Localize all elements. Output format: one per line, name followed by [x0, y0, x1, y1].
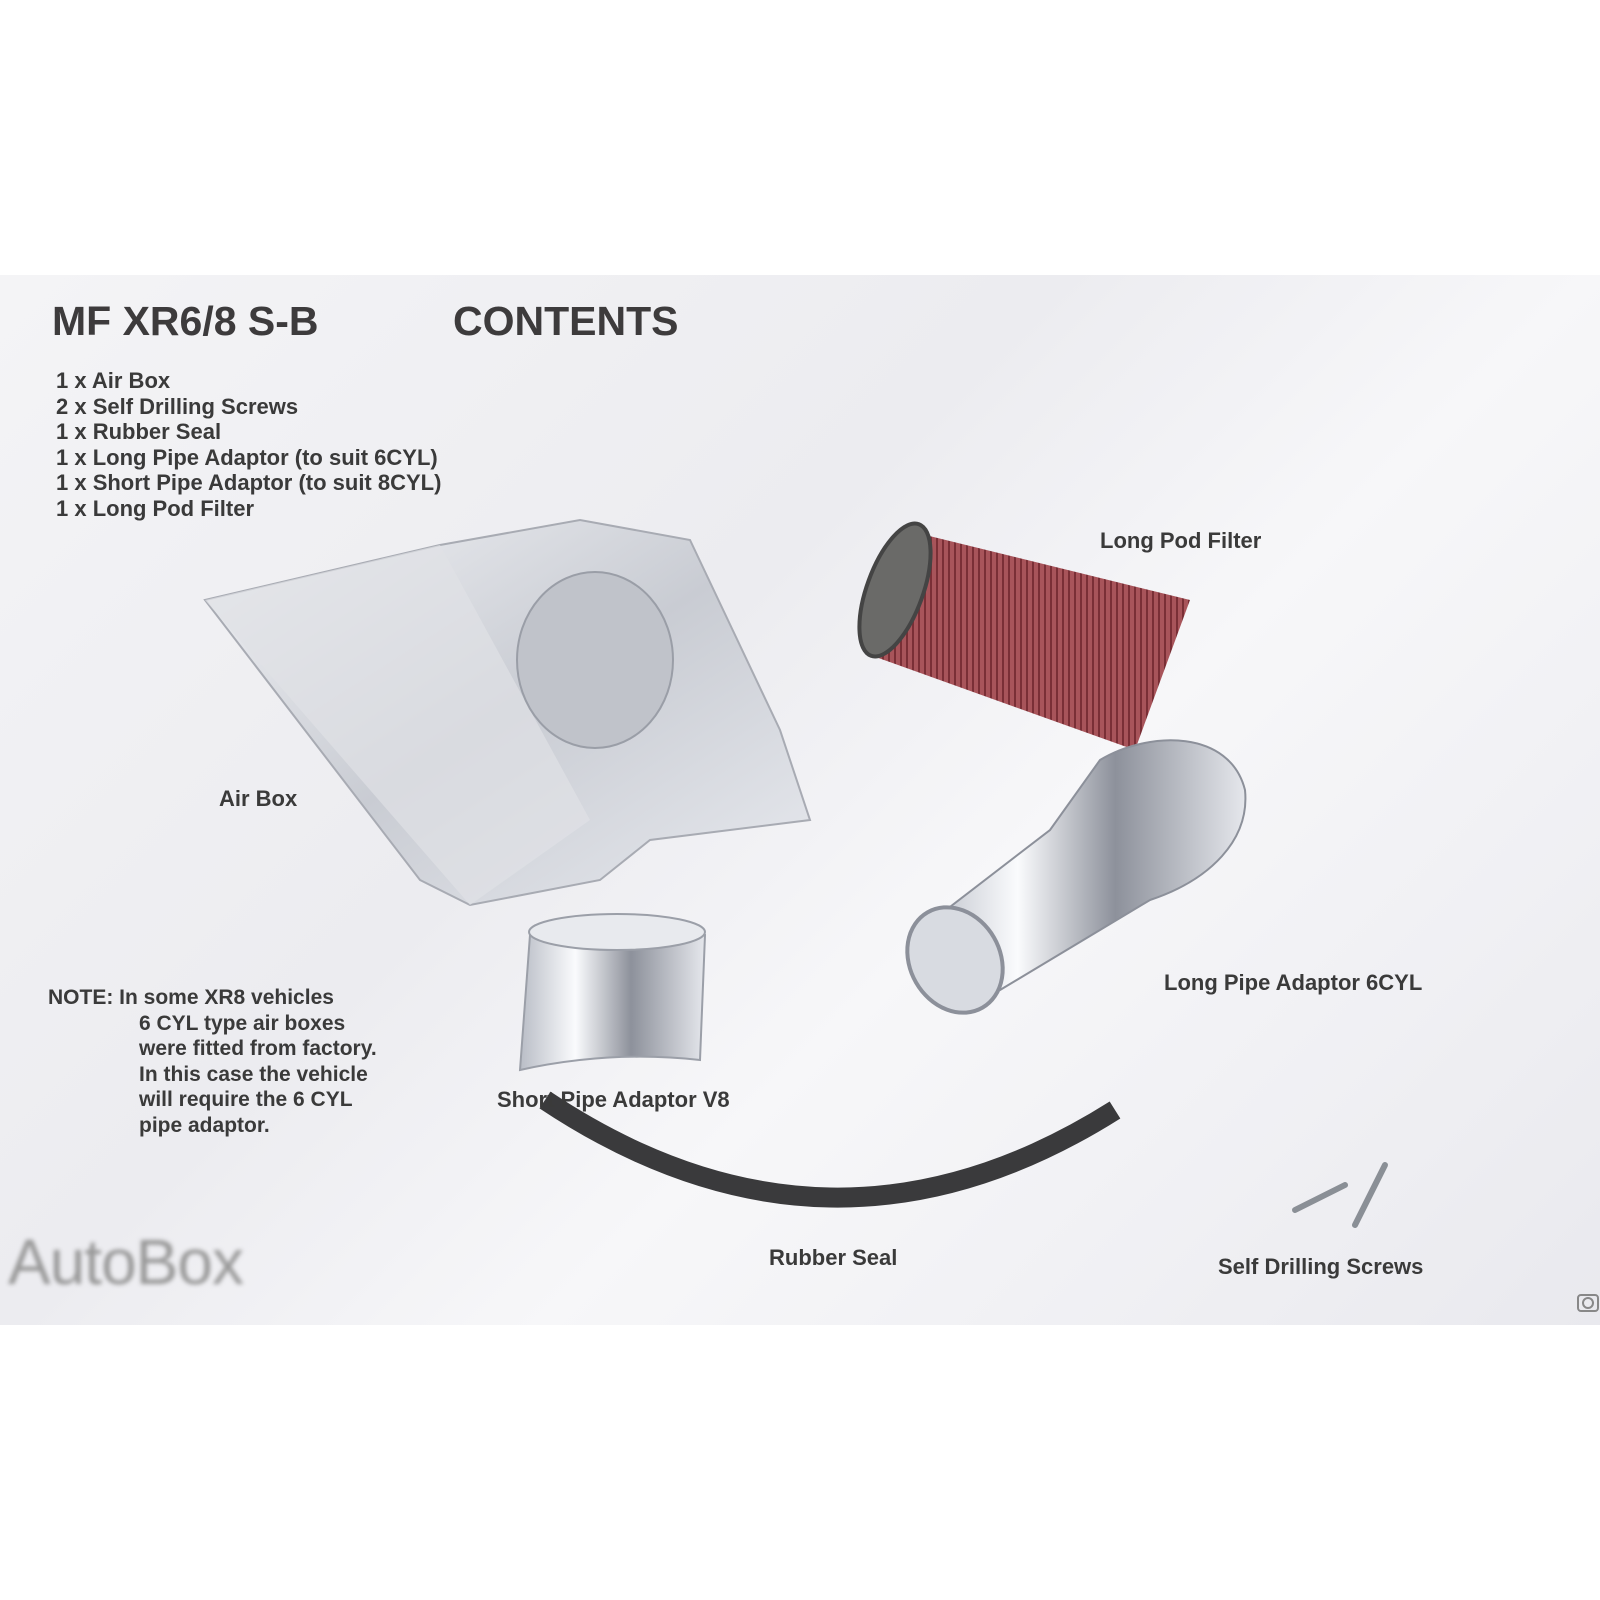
- self-drilling-screws-image: [1292, 1162, 1388, 1228]
- label-short-pipe-adaptor: Short Pipe Adaptor V8: [497, 1087, 730, 1112]
- rubber-seal-image: [539, 1091, 1121, 1208]
- label-long-pipe-adaptor: Long Pipe Adaptor 6CYL: [1164, 970, 1423, 995]
- fitment-note: NOTE: In some XR8 vehicles 6 CYL type ai…: [48, 985, 377, 1138]
- camera-icon: [1577, 1294, 1599, 1312]
- list-item: 1 x Short Pipe Adaptor (to suit 8CYL): [56, 470, 442, 495]
- list-item: 1 x Long Pod Filter: [56, 495, 255, 521]
- note-line: 6 CYL type air boxes: [139, 1011, 346, 1035]
- label-long-pod-filter: Long Pod Filter: [1100, 528, 1262, 553]
- long-pipe-adaptor-image: [905, 739, 1247, 1015]
- air-box-image: [203, 518, 812, 907]
- label-rubber-seal: Rubber Seal: [769, 1245, 898, 1270]
- contents-list: 1 x Air Box 2 x Self Drilling Screws 1 x…: [56, 368, 441, 521]
- note-line: pipe adaptor.: [139, 1113, 270, 1137]
- note-line: will require the 6 CYL: [139, 1088, 353, 1111]
- list-item: 2 x Self Drilling Screws: [56, 393, 299, 419]
- model-title: MF XR6/8 S-B: [52, 298, 319, 344]
- contents-heading: CONTENTS: [453, 298, 679, 344]
- note-line: NOTE: In some XR8 vehicles: [48, 986, 334, 1009]
- note-line: were fitted from factory.: [139, 1037, 377, 1060]
- long-pod-filter-image: [857, 521, 1190, 750]
- short-pipe-adaptor-image: [518, 913, 707, 1072]
- list-item: 1 x Air Box: [56, 368, 171, 393]
- list-item: 1 x Long Pipe Adaptor (to suit 6CYL): [56, 444, 438, 470]
- autobox-watermark: AutoBox: [8, 1226, 244, 1298]
- note-line: In this case the vehicle: [139, 1062, 368, 1086]
- label-air-box: Air Box: [219, 786, 298, 811]
- list-item: 1 x Rubber Seal: [56, 419, 222, 444]
- label-self-drilling-screws: Self Drilling Screws: [1218, 1254, 1424, 1279]
